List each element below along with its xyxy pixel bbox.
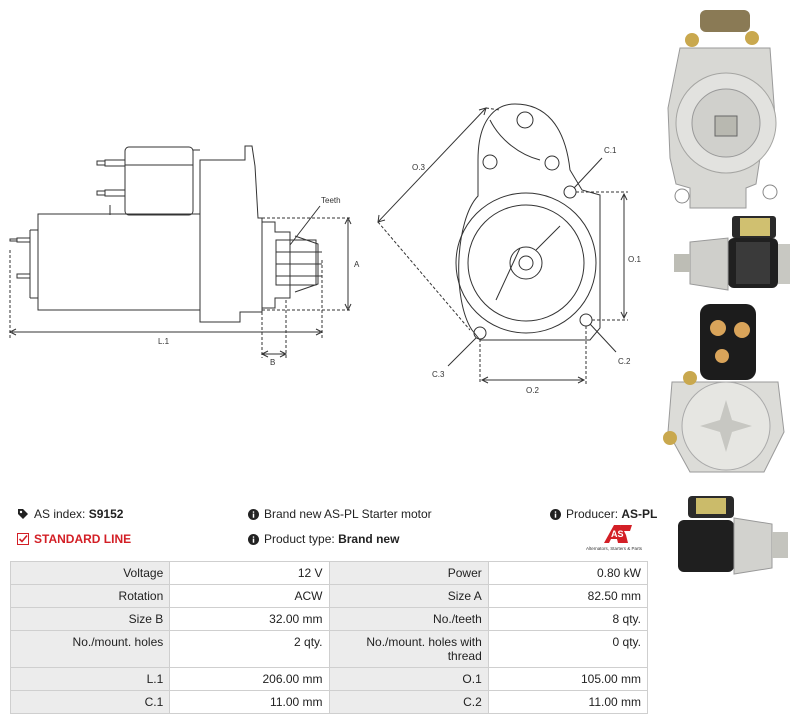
as-index-value: S9152 [88, 507, 124, 521]
specs-table: Voltage 12 V Power 0.80 kW Rotation ACW … [9, 561, 649, 714]
spec-value: 0.80 kW [487, 561, 649, 585]
as-index-label: AS index: [34, 507, 86, 521]
producer-label: Producer: [566, 507, 619, 521]
product-type-value: Brand new [338, 532, 400, 546]
spec-label: C.2 [328, 690, 489, 714]
spec-value: 82.50 mm [487, 584, 649, 608]
solenoid-outline [124, 146, 194, 216]
table-row: L.1 206.00 mm O.1 105.00 mm [9, 667, 649, 691]
table-row: C.1 11.00 mm C.2 11.00 mm [9, 690, 649, 714]
flange-outline [458, 103, 601, 341]
spec-label: No./mount. holes with thread [328, 630, 489, 668]
as-index: AS index: S9152 [17, 507, 123, 521]
label-l1: L.1 [158, 337, 170, 346]
spec-value: 8 qty. [487, 607, 649, 631]
table-row: No./mount. holes 2 qty. No./mount. holes… [9, 630, 649, 668]
spec-label: Voltage [9, 561, 171, 585]
info-icon [248, 509, 259, 520]
producer: Producer: AS-PL [550, 507, 657, 521]
spec-value: 2 qty. [169, 630, 330, 668]
photo-side [674, 216, 790, 291]
info-icon [550, 509, 561, 520]
label-a: A [354, 260, 360, 269]
spec-value: 0 qty. [487, 630, 649, 668]
product-title: Brand new AS-PL Starter motor [248, 507, 432, 521]
checkbox-icon [17, 533, 29, 545]
table-row: Rotation ACW Size A 82.50 mm [9, 584, 649, 608]
hole-c3 [473, 326, 487, 340]
table-row: Size B 32.00 mm No./teeth 8 qty. [9, 607, 649, 631]
standard-line-text: STANDARD LINE [34, 532, 132, 546]
label-teeth: Teeth [321, 196, 341, 205]
drive-housing-outline [199, 145, 263, 323]
spec-label: No./teeth [328, 607, 489, 631]
label-o3: O.3 [412, 163, 425, 172]
info-icon [248, 534, 259, 545]
spec-label: Size A [328, 584, 489, 608]
spec-value: ACW [169, 584, 330, 608]
spec-value: 206.00 mm [169, 667, 330, 691]
photo-angle [678, 496, 788, 575]
motor-body-outline [37, 213, 201, 311]
spec-value: 105.00 mm [487, 667, 649, 691]
spec-value: 11.00 mm [169, 690, 330, 714]
standard-line: STANDARD LINE [17, 532, 131, 546]
spec-value: 32.00 mm [169, 607, 330, 631]
product-type: Product type: Brand new [248, 532, 399, 546]
as-pl-logo-mark: AS [604, 525, 632, 543]
spec-label: Power [328, 561, 489, 585]
tag-icon [18, 509, 28, 519]
as-pl-logo: AS Alternators, Starters & Parts [586, 523, 650, 551]
spec-label: Rotation [9, 584, 171, 608]
label-c1: C.1 [604, 146, 617, 155]
product-type-label: Product type: [264, 532, 335, 546]
spec-value: 12 V [169, 561, 330, 585]
label-c3: C.3 [432, 370, 445, 379]
photo-front [667, 10, 778, 209]
label-o2: O.2 [526, 386, 539, 395]
logo-text: AS [611, 529, 624, 539]
spec-label: No./mount. holes [9, 630, 171, 668]
label-c2: C.2 [618, 357, 631, 366]
product-title-text: Brand new AS-PL Starter motor [264, 507, 432, 521]
technical-drawing: Teeth A L.1 B O.3 C.1 O.1 C.2 C.3 O.2 [8, 103, 641, 395]
spec-label: C.1 [9, 690, 171, 714]
label-b: B [270, 358, 275, 367]
table-row: Voltage 12 V Power 0.80 kW [9, 561, 649, 585]
spec-label: O.1 [328, 667, 489, 691]
label-o1: O.1 [628, 255, 641, 264]
face-circle [455, 192, 597, 334]
spec-label: L.1 [9, 667, 171, 691]
spec-label: Size B [9, 607, 171, 631]
spec-value: 11.00 mm [487, 690, 649, 714]
photo-rear [663, 304, 785, 473]
logo-tagline: Alternators, Starters & Parts [586, 546, 643, 551]
producer-value: AS-PL [621, 507, 658, 521]
